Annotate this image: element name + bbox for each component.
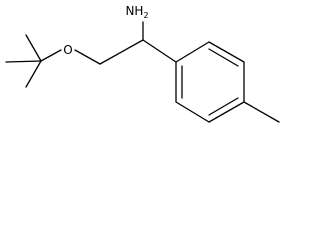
bond-tbu-to-oxygen	[40, 49, 62, 62]
bond-ring-to-methyl	[243, 101, 280, 123]
ring-bond-1	[175, 41, 210, 63]
ring-double-bond-inner-1	[208, 48, 239, 67]
amine-label: NH2	[125, 4, 148, 20]
chemical-structure-diagram: O NH2	[5, 4, 280, 123]
bond-oxygen-to-ch2	[74, 49, 101, 65]
ring-bond-5	[175, 101, 210, 123]
ring-double-bond-inner-2	[208, 97, 239, 116]
tert-butyl-group	[5, 34, 62, 88]
amine-nh-text: NH	[125, 4, 143, 18]
ring-bond-4	[208, 101, 245, 123]
amine-subscript: 2	[143, 11, 148, 20]
ether-chain	[74, 21, 177, 65]
benzene-ring	[175, 41, 245, 123]
bond-tbu-methyl-bottom	[25, 60, 42, 88]
ring-bond-2	[208, 41, 245, 63]
oxygen-label: O	[63, 43, 72, 57]
bond-tbu-methyl-left	[5, 60, 42, 63]
bond-ch-to-ring	[142, 39, 177, 63]
bond-tbu-methyl-top	[25, 34, 42, 62]
bond-ch2-to-ch	[99, 39, 144, 65]
